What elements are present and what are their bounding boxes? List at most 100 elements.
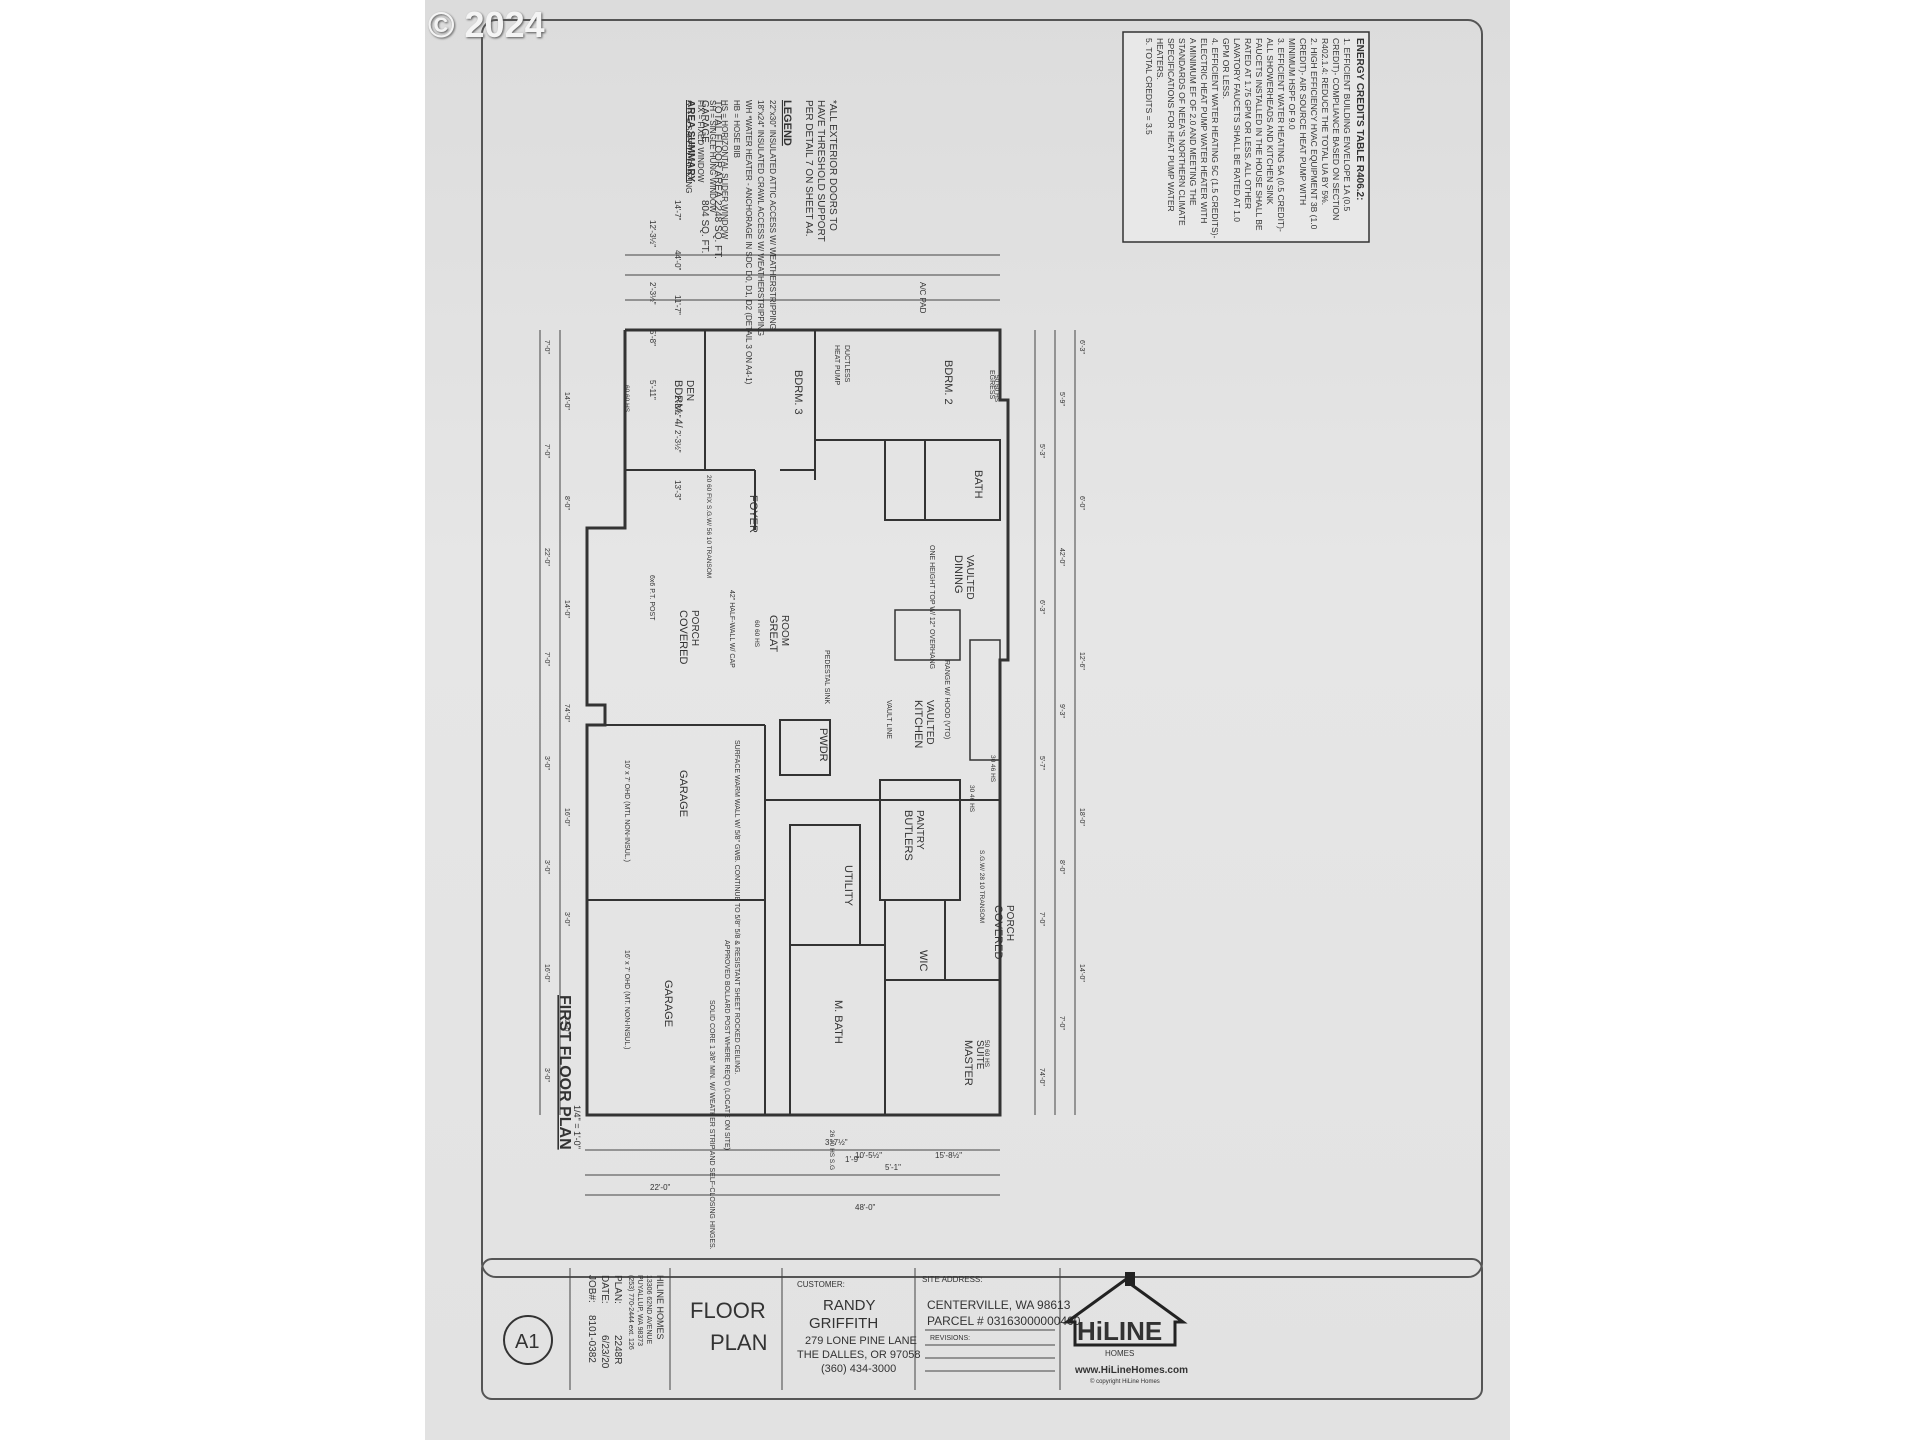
window-label: 30 46 HS xyxy=(989,755,996,783)
dim-right: 7'-0" xyxy=(1058,1016,1065,1030)
title-block-border xyxy=(481,1258,1483,1400)
legend-item: SH = SINGLE HUNG WINDOW xyxy=(708,100,717,213)
dim-right: 6'-0" xyxy=(1078,496,1085,510)
window-label: 60 60 HS xyxy=(753,620,760,648)
energy-credit-line: GPM OR LESS. xyxy=(1221,38,1231,99)
area-summary: TOTAL FLOOR AREA 2248 SQ. FT. GARAGE 804… xyxy=(699,100,723,259)
energy-credit-line: CREDIT)- AIR SOURCE HEAT PUMP WITH xyxy=(1298,38,1308,205)
plan-label: PLAN: xyxy=(612,1275,623,1304)
dim-left: 22'-0" xyxy=(563,1016,570,1034)
dim-left: 7'-0" xyxy=(543,444,550,458)
room-label: BATH xyxy=(972,470,984,499)
room-garage1: GARAGE xyxy=(677,770,689,817)
room-label: COVERED xyxy=(992,905,1004,959)
window-label: 30 46 HS xyxy=(968,785,975,813)
dim-right: 6'-3" xyxy=(1078,340,1085,354)
legend-title: LEGEND xyxy=(781,100,793,146)
plan-value: 2248R xyxy=(612,1335,623,1364)
energy-credit-line: RATED AT 1.75 GPM OR LESS. ALL OTHER xyxy=(1243,38,1253,209)
energy-credit-line: 5. TOTAL CREDITS = 3.5 xyxy=(1144,38,1154,135)
dim-left: 7'-0" xyxy=(543,340,550,354)
dim-top: 5'-8" xyxy=(648,330,657,346)
room-label: GARAGE xyxy=(662,980,674,1027)
site-address: CENTERVILLE, WA 98613 xyxy=(927,1298,1071,1312)
job-label: JOB#: xyxy=(586,1275,597,1303)
room-bdrm3: BDRM. 3 xyxy=(792,370,804,415)
room-sublabel: SUITE xyxy=(974,1040,985,1070)
date-value: 6/23/20 xyxy=(599,1335,610,1369)
window-label: 50 60 HS xyxy=(983,1040,990,1068)
dim-right: 12'-6" xyxy=(1078,652,1085,670)
room-label: BDRM. 3 xyxy=(792,370,804,415)
dim-left: 3'-0" xyxy=(563,912,570,926)
notes-block: *ALL EXTERIOR DOORS TO HAVE THRESHOLD SU… xyxy=(684,100,838,385)
room-label: BDRM. 2 xyxy=(942,360,954,405)
room-sublabel: DEN xyxy=(684,380,695,401)
area-total-value: 2248 SQ. FT. xyxy=(712,200,723,259)
customer-name-1: RANDY xyxy=(823,1297,876,1314)
dim-bottom: 10'-5½" xyxy=(855,1151,882,1160)
ductless-label: DUCTLESS xyxy=(843,345,850,383)
parcel-number: PARCEL # 03163000000400 xyxy=(927,1314,1081,1328)
room-bdrm2: BDRM. 2 xyxy=(942,360,954,405)
vault-line-label: VAULT LINE xyxy=(885,700,892,739)
room-label: GARAGE xyxy=(677,770,689,817)
room-wic: WIC xyxy=(917,950,929,971)
dim-left: 3'-0" xyxy=(543,756,550,770)
dim-top: 2'-3½" xyxy=(648,282,657,305)
energy-credit-line: 1. EFFICIENT BUILDING ENVELOPE 1A (0.5 xyxy=(1342,38,1352,211)
company-line-1: HILINE HOMES xyxy=(655,1275,665,1340)
company-line-3: PUYALLUP, WA 98373 xyxy=(636,1275,643,1346)
dim-right: 18'-0" xyxy=(1078,808,1085,826)
customer-label: CUSTOMER: xyxy=(797,1280,845,1289)
solid-core-label: SOLID CORE 1 3/8" MIN. W/ WEATHER STRIP … xyxy=(708,1000,715,1250)
dim-right: 7'-0" xyxy=(1038,912,1045,926)
dim-top: 44'-0" xyxy=(673,250,682,271)
floor-plan-drawing: ENERGY CREDITS TABLE R406.2: 1. EFFICIEN… xyxy=(481,19,1483,1400)
dim-right: 14'-0" xyxy=(1078,964,1085,982)
room-sublabel: VAULTED xyxy=(964,555,975,600)
room-label: BDRM. 4/ xyxy=(672,380,684,429)
room-bath: BATH xyxy=(972,470,984,499)
dim-left: 3'-0" xyxy=(543,1068,550,1082)
copyright-watermark: © 2024 xyxy=(428,4,545,45)
dim-left: 7'-0" xyxy=(543,652,550,666)
logo-text: HiLINE xyxy=(1077,1316,1162,1346)
room-label: PWDR xyxy=(817,728,829,762)
dim-top: 13'-3" xyxy=(673,480,682,501)
dim-right: 5'-9" xyxy=(1058,392,1065,406)
customer-name-2: GRIFFITH xyxy=(809,1315,878,1332)
room-pwdr: PWDR xyxy=(817,728,829,762)
energy-credit-line: 4. EFFICIENT WATER HEATING 5C (1.5 CREDI… xyxy=(1210,38,1220,239)
room-mbath: M. BATH xyxy=(832,1000,844,1044)
revisions-label: REVISIONS: xyxy=(930,1335,970,1342)
legend-item: HS = HORIZONTAL SLIDER WINDOW xyxy=(720,100,729,240)
surface-warm-label: SURFACE WARM WALL W/ 5/8" GWB. CONTINUE … xyxy=(733,740,740,1075)
customer-address-2: THE DALLES, OR 97058 xyxy=(797,1349,921,1361)
dims-bottom: 3'-7½"1'-9"5'-1"15'-8½"10'-5½"22'-0"48'-… xyxy=(650,1138,962,1212)
plan-title-group: FIRST FLOOR PLAN 1/4" = 1'-0" xyxy=(556,995,582,1150)
dim-right: 74'-0" xyxy=(1038,1068,1045,1086)
energy-credits-title: ENERGY CREDITS TABLE R406.2: xyxy=(1354,38,1365,200)
date-label: DATE: xyxy=(599,1275,610,1304)
one-height-label: ONE HEIGHT TOP W/ 12" OVERHANG xyxy=(928,545,935,669)
plan-title: FIRST FLOOR PLAN xyxy=(556,995,573,1150)
logo-copyright: © copyright HiLine Homes xyxy=(1090,1378,1160,1385)
room-label: BUTLERS xyxy=(902,810,914,861)
dim-bottom: 22'-0" xyxy=(650,1183,671,1192)
plan-scale: 1/4" = 1'-0" xyxy=(572,1105,582,1149)
dim-bottom: 48'-0" xyxy=(855,1203,876,1212)
website: www.HiLineHomes.com xyxy=(1074,1365,1188,1376)
energy-credit-line: ELECTRIC HEAT PUMP WATER HEATER WITH xyxy=(1199,38,1209,223)
dim-right: 42'-0" xyxy=(1058,548,1065,566)
dim-right: 5'-3" xyxy=(1038,444,1045,458)
job-value: 8101-0382 xyxy=(586,1315,597,1363)
room-sublabel: VAULTED xyxy=(924,700,935,745)
energy-credit-line: 3. EFFICIENT WATER HEATING 5A (0.5 CREDI… xyxy=(1276,38,1286,232)
legend-item: S.G. = SAFETY GLAZING xyxy=(684,100,693,193)
